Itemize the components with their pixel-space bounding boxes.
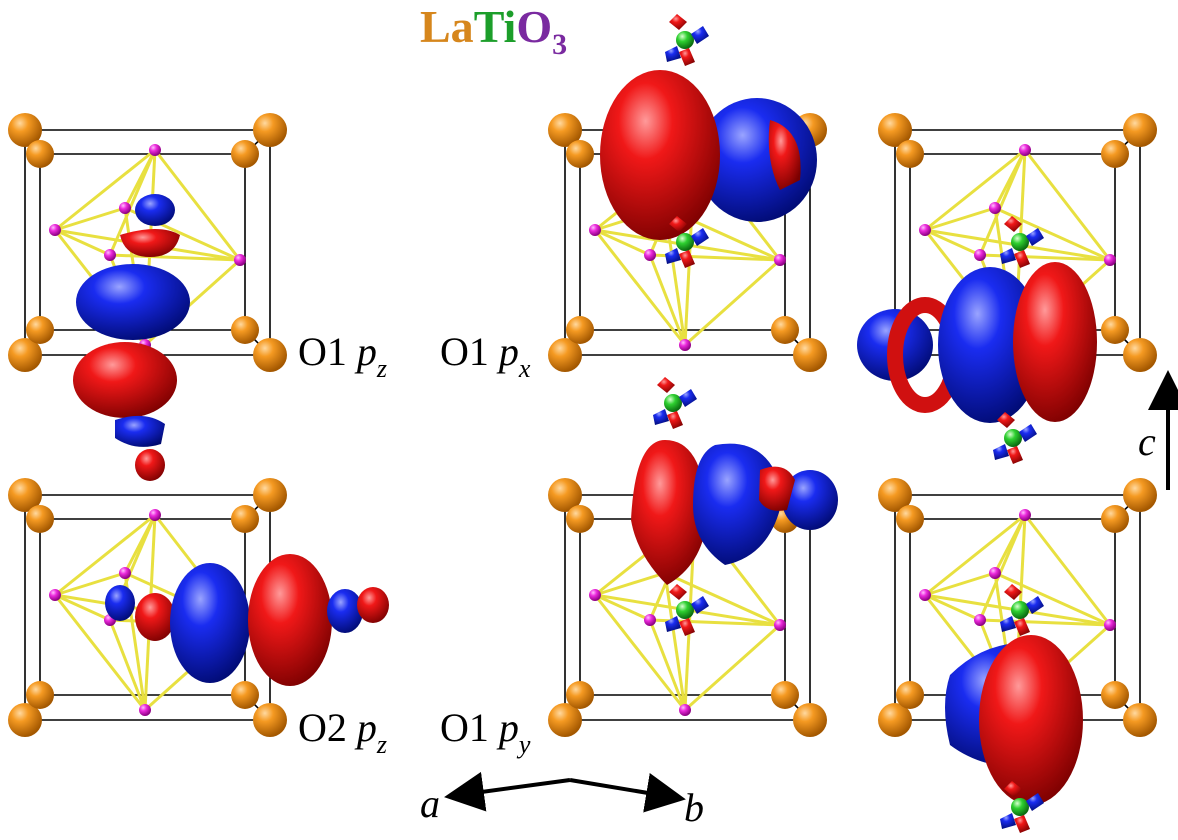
title-o: O <box>516 1 553 52</box>
axis-label-c: c <box>1138 419 1156 464</box>
axis-label-a: a <box>420 781 440 826</box>
panel-o1-py <box>546 377 838 739</box>
orbital-lobes <box>631 377 838 636</box>
orbital-lobes <box>857 216 1097 464</box>
title-subscript: 3 <box>552 28 568 61</box>
axis-arrows <box>444 370 1178 813</box>
title-ti: Ti <box>473 1 517 52</box>
orbital-lobes <box>73 194 190 481</box>
label-o2-pz: O2 pz <box>298 705 388 759</box>
a-arrow <box>444 771 571 812</box>
label-o1-py: O1 py <box>440 705 531 759</box>
b-arrow <box>569 773 686 813</box>
panel-bottom-right <box>876 476 1159 833</box>
title-la: La <box>420 1 474 52</box>
orbital-lobes <box>945 584 1083 833</box>
compound-title: LaTiO3 <box>420 0 567 62</box>
axis-label-b: b <box>684 785 704 830</box>
orbital-lobes <box>600 14 817 268</box>
label-o1-px: O1 px <box>440 329 531 383</box>
panel-top-right <box>857 111 1159 464</box>
orbital-lobes <box>105 554 389 686</box>
label-o1-pz: O1 pz <box>298 329 388 383</box>
panel-o1-px <box>546 14 829 374</box>
panel-o1-pz <box>6 111 289 481</box>
panel-o2-pz <box>6 476 389 739</box>
